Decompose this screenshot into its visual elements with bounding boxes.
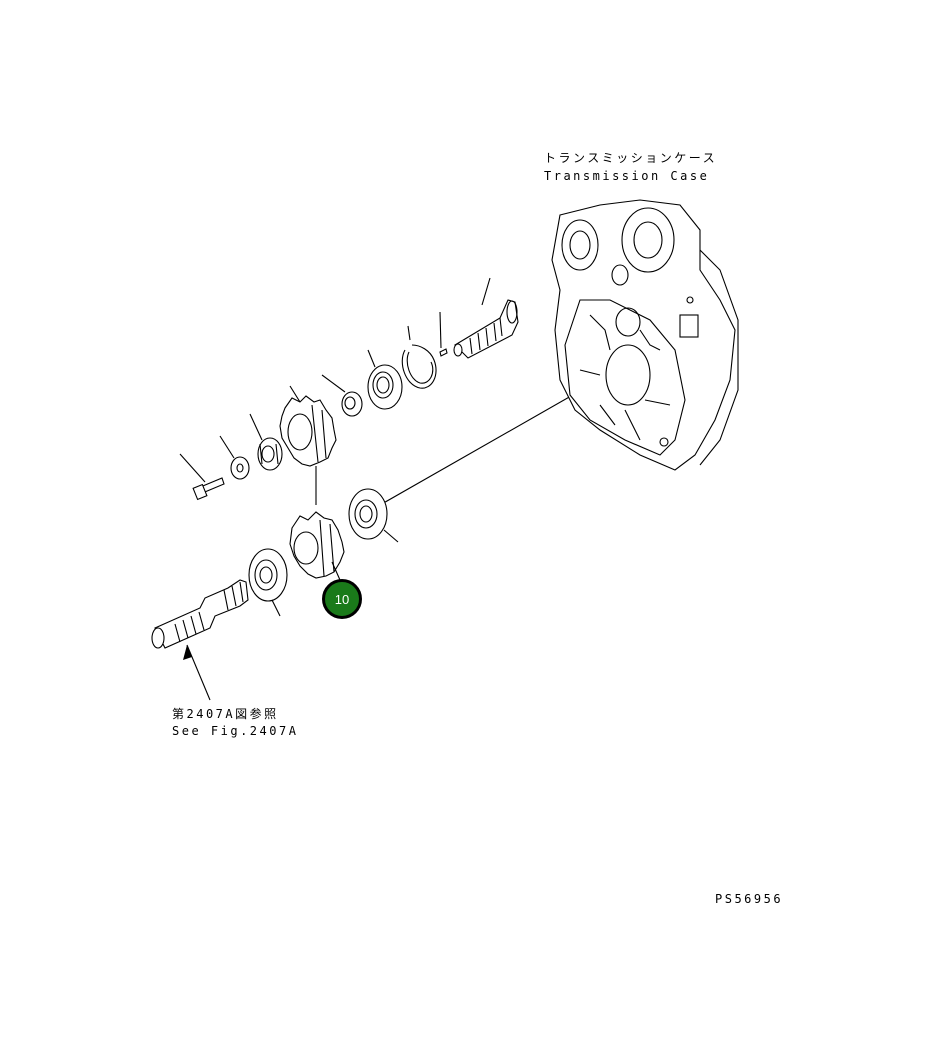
transmission-case [551, 199, 739, 471]
callout-badge-10[interactable]: 10 [322, 579, 362, 619]
spacer-ring [321, 374, 363, 417]
bolt [179, 453, 225, 501]
figure-code: PS56956 [715, 892, 784, 906]
pin [439, 311, 448, 357]
assembly-axis-line [379, 391, 579, 506]
upper-gear [279, 385, 337, 505]
snap-ring [401, 325, 437, 389]
lower-right-bearing [348, 488, 399, 543]
reference-label-japanese: 第2407A図参照 [172, 707, 279, 721]
reference-arrow [183, 644, 211, 701]
case-label-english: Transmission Case [544, 169, 710, 183]
main-splined-shaft [151, 579, 249, 649]
upper-bearing [367, 349, 403, 410]
collar [249, 413, 283, 471]
washer [219, 435, 250, 480]
upper-splined-shaft [453, 277, 519, 359]
reference-label-english: See Fig.2407A [172, 724, 299, 738]
case-label-japanese: トランスミッションケース [544, 151, 718, 165]
lower-gear [289, 511, 345, 581]
lower-left-bearing [248, 548, 288, 617]
callout-number: 10 [334, 591, 350, 607]
